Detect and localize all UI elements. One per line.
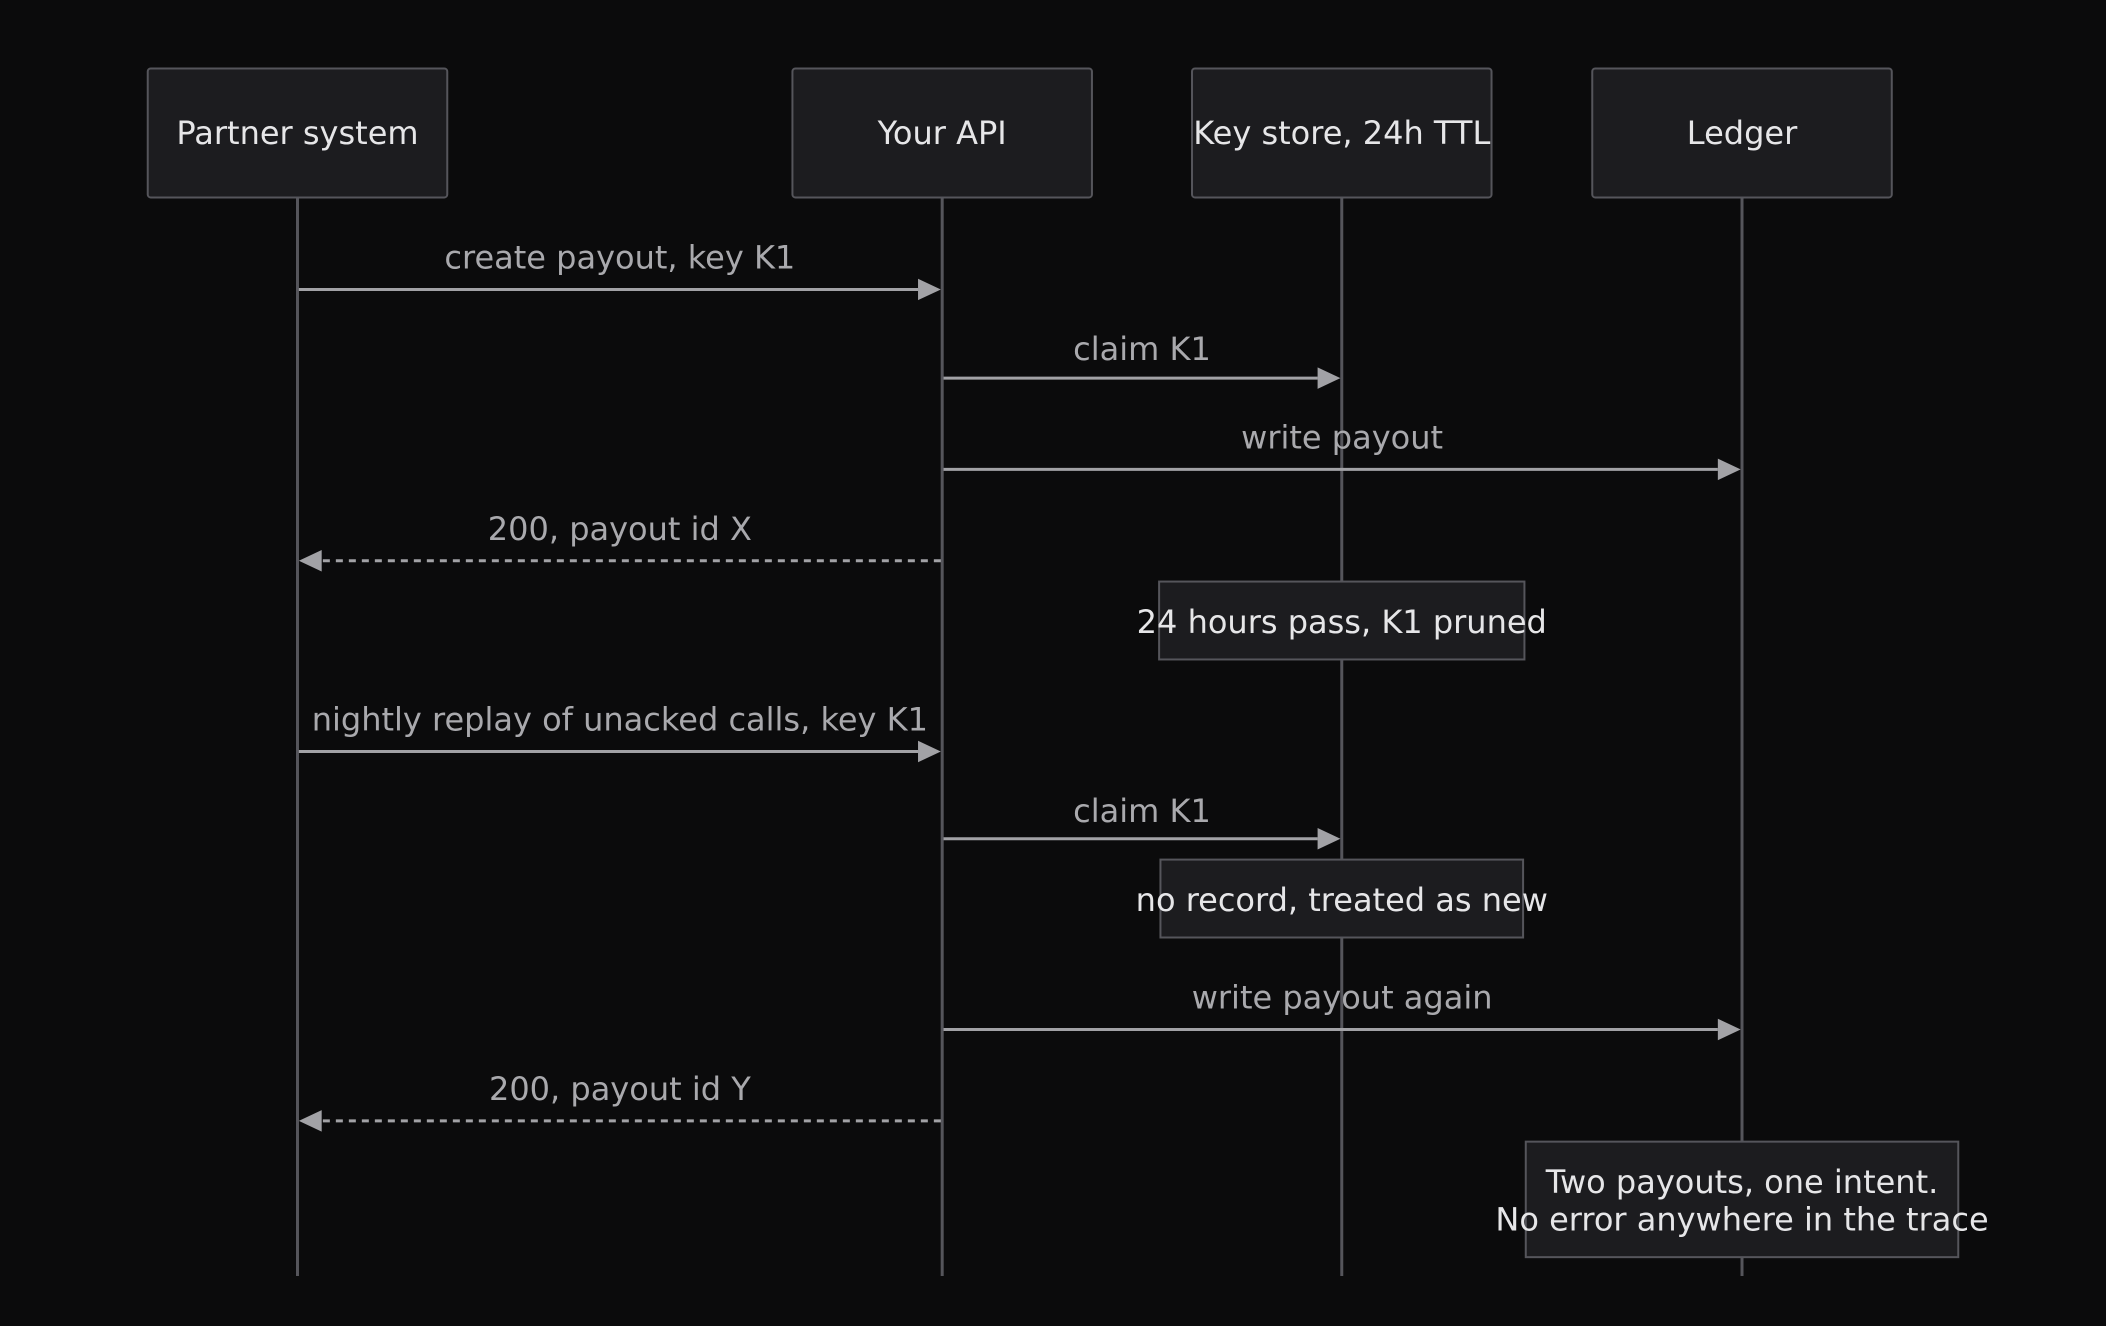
message-response-y: 200, payout id Y — [298, 1070, 941, 1132]
message-response-x: 200, payout id X — [298, 510, 941, 572]
message-write-payout: write payout — [943, 419, 1741, 481]
lifelines — [295, 197, 1744, 1276]
note-text: 24 hours pass, K1 pruned — [1137, 603, 1547, 641]
message-write-payout-again: write payout again — [943, 979, 1741, 1041]
arrowhead-icon — [918, 278, 941, 301]
messages: create payout, key K1 claim K1 write pay… — [298, 239, 1741, 1132]
note-text-line-1: Two payouts, one intent. — [1545, 1163, 1939, 1201]
message-create-payout: create payout, key K1 — [298, 239, 941, 301]
note-box — [1524, 1140, 1960, 1259]
actor-box-ledger — [1591, 67, 1893, 199]
actor-ledger: Ledger — [1591, 67, 1893, 199]
message-label: nightly replay of unacked calls, key K1 — [312, 701, 928, 739]
arrowhead-icon — [1717, 458, 1741, 481]
actor-partner-system: Partner system — [146, 67, 449, 199]
actor-box-your-api — [791, 67, 1093, 199]
actor-box-key-store — [1191, 67, 1493, 199]
message-label: write payout again — [1192, 979, 1493, 1017]
note-text: no record, treated as new — [1136, 881, 1548, 919]
note-box — [1159, 858, 1525, 939]
actor-key-store: Key store, 24h TTL — [1191, 67, 1493, 199]
arrowhead-icon — [298, 550, 322, 572]
message-label: 200, payout id X — [488, 510, 752, 548]
actor-label-ledger: Ledger — [1687, 114, 1798, 152]
arrowhead-icon — [298, 1110, 322, 1132]
message-label: claim K1 — [1073, 330, 1211, 368]
arrowhead-icon — [1717, 1018, 1741, 1041]
message-claim-k1: claim K1 — [943, 330, 1341, 389]
note-text-line-2: No error anywhere in the trace — [1495, 1201, 1988, 1239]
message-label: claim K1 — [1073, 792, 1211, 830]
notes: 24 hours pass, K1 pruned no record, trea… — [1136, 580, 1989, 1259]
message-label: write payout — [1241, 419, 1443, 457]
actors: Partner system Your API Key store, 24h T… — [146, 67, 1893, 199]
actor-label-your-api: Your API — [877, 114, 1007, 152]
message-label: create payout, key K1 — [444, 239, 795, 277]
actor-box-partner-system — [146, 67, 449, 199]
note-box — [1158, 580, 1526, 661]
note-k1-pruned: 24 hours pass, K1 pruned — [1137, 580, 1547, 661]
actor-label-key-store: Key store, 24h TTL — [1193, 114, 1490, 152]
arrowhead-icon — [918, 740, 941, 763]
message-claim-k1-again: claim K1 — [943, 792, 1341, 850]
message-label: 200, payout id Y — [489, 1070, 751, 1108]
arrowhead-icon — [1317, 367, 1341, 389]
note-treated-as-new: no record, treated as new — [1136, 858, 1548, 939]
actor-label-partner-system: Partner system — [176, 114, 418, 152]
actor-your-api: Your API — [791, 67, 1093, 199]
arrowhead-icon — [1317, 828, 1341, 850]
note-two-payouts: Two payouts, one intent. No error anywhe… — [1495, 1140, 1989, 1259]
message-nightly-replay: nightly replay of unacked calls, key K1 — [298, 701, 941, 763]
